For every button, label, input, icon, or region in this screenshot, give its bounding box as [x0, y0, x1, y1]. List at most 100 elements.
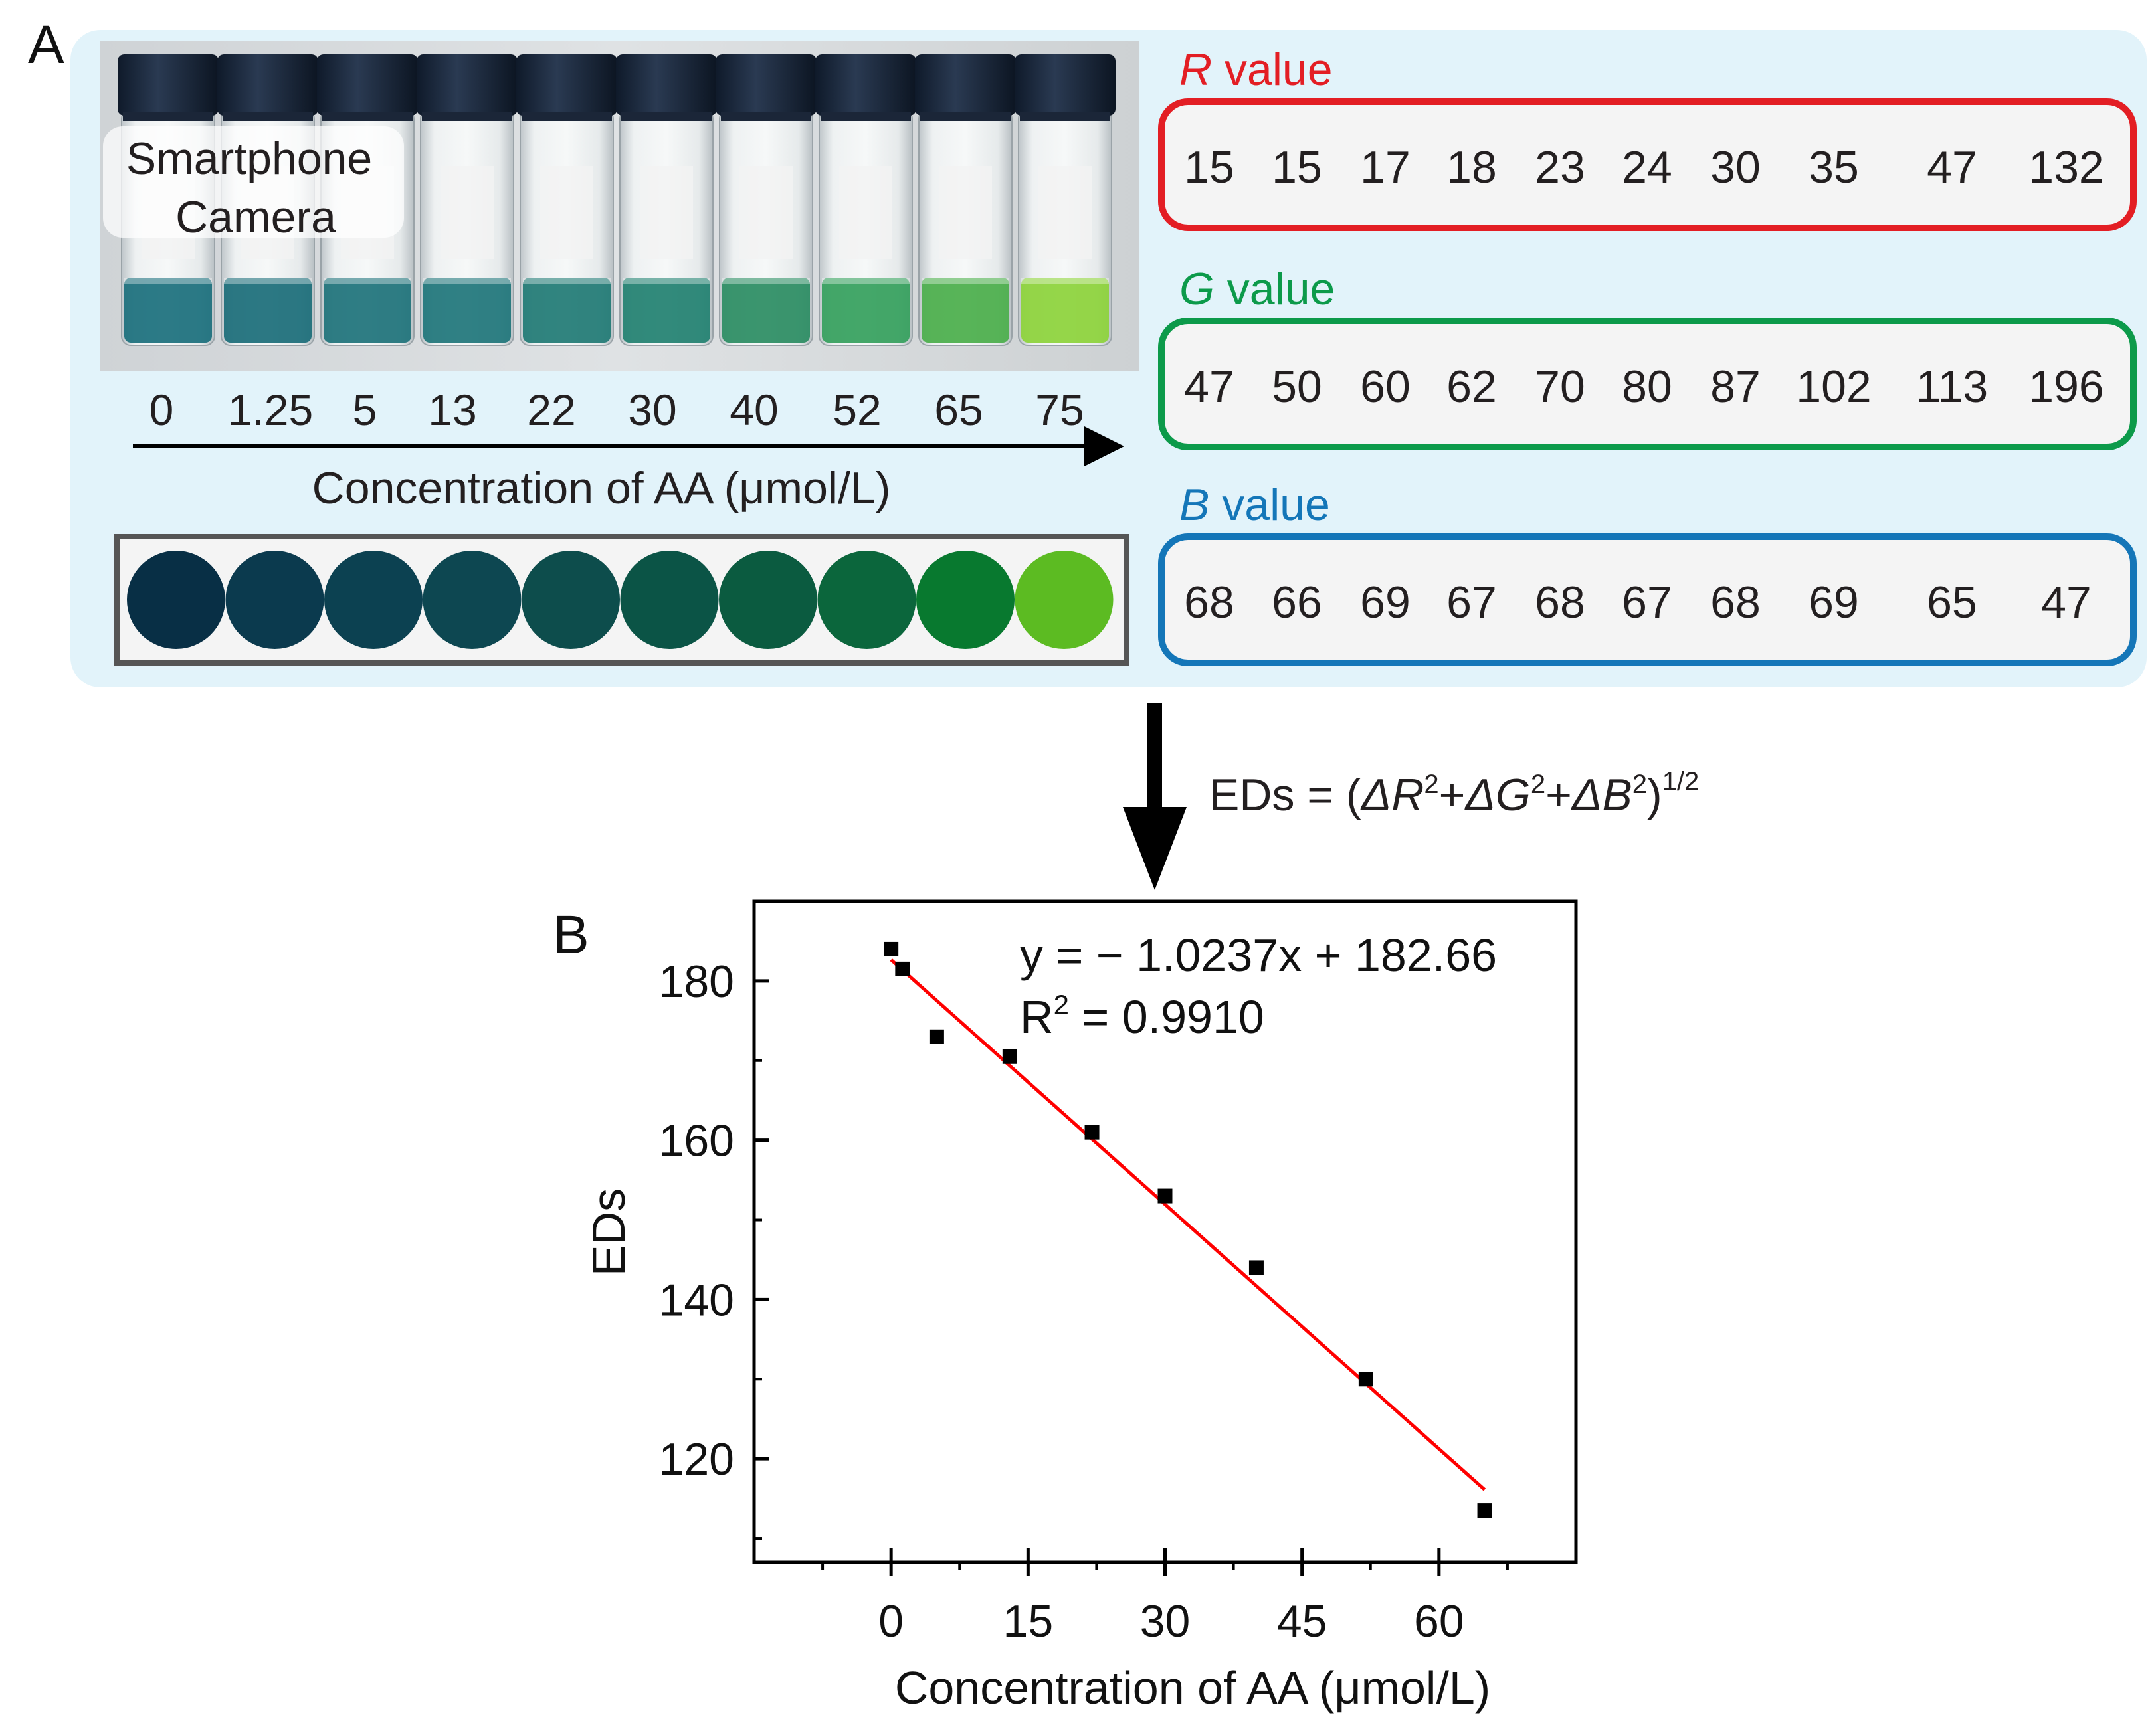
data-point: [1358, 1372, 1373, 1387]
data-point: [1477, 1503, 1492, 1518]
concentration-label: 52: [833, 385, 881, 434]
color-swatch: [916, 551, 1015, 649]
vial: [716, 54, 817, 346]
rgb-value: 113: [1916, 361, 1988, 412]
r-squared: R2 = 0.9910: [1020, 989, 1264, 1043]
concentration-label: 0: [149, 385, 174, 434]
y-axis-title: EDs: [583, 1188, 635, 1276]
color-swatch: [1015, 551, 1114, 649]
vial-label-area: [939, 166, 992, 259]
vial: [1015, 54, 1116, 346]
rgb-value: 17: [1360, 142, 1411, 193]
liquid-meniscus: [324, 278, 411, 284]
vial-label-area: [1038, 166, 1092, 259]
rgb-value: 66: [1272, 577, 1322, 628]
data-point: [895, 961, 910, 976]
vial-liquid: [922, 278, 1009, 343]
photo-label-line2: Camera: [175, 192, 336, 242]
vial-liquid: [1021, 278, 1109, 343]
y-tick-label: 140: [659, 1275, 734, 1325]
rgb-value: 23: [1535, 142, 1585, 193]
vial-cap: [716, 54, 817, 116]
data-point: [1248, 1260, 1264, 1275]
vial-cap-collar: [223, 112, 313, 121]
rgb-value: 30: [1710, 142, 1761, 193]
rgb-value: 47: [1927, 142, 1977, 193]
vial: [815, 54, 916, 346]
vial-liquid: [324, 278, 411, 343]
vial-cap: [815, 54, 916, 116]
vial: [915, 54, 1016, 346]
concentration-label: 1.25: [228, 385, 313, 434]
color-swatch: [127, 551, 225, 649]
vial-cap: [915, 54, 1016, 116]
color-swatch: [719, 551, 817, 649]
rgb-value: 67: [1622, 577, 1672, 628]
rgb-value-box: [1158, 533, 2137, 666]
concentration-label: 13: [428, 385, 476, 434]
color-swatch: [324, 551, 423, 649]
rgb-value: 68: [1535, 577, 1585, 628]
color-swatch: [817, 551, 916, 649]
rgb-box-title: R value: [1179, 45, 1333, 95]
y-tick-label: 180: [659, 956, 734, 1007]
rgb-value: 68: [1710, 577, 1761, 628]
liquid-meniscus: [124, 278, 212, 284]
rgb-value: 35: [1809, 142, 1859, 193]
liquid-meniscus: [224, 278, 312, 284]
down-arrow-head: [1123, 807, 1187, 890]
rgb-value: 18: [1446, 142, 1497, 193]
panel-a-label: A: [28, 15, 64, 75]
liquid-meniscus: [722, 278, 810, 284]
rgb-value: 69: [1809, 577, 1859, 628]
vial-cap: [118, 54, 219, 116]
data-point: [884, 941, 899, 956]
vial-cap: [516, 54, 617, 116]
photo-label-line1: Smartphone: [126, 134, 372, 184]
color-swatch: [620, 551, 719, 649]
vial-cap-collar: [123, 112, 213, 121]
liquid-meniscus: [822, 278, 910, 284]
color-swatch: [522, 551, 620, 649]
vial-liquid: [523, 278, 611, 343]
vial-cap-collar: [1020, 112, 1110, 121]
concentration-label: 75: [1035, 385, 1084, 434]
color-swatch: [423, 551, 522, 649]
rgb-value: 70: [1535, 361, 1585, 412]
vial-liquid: [822, 278, 910, 343]
color-swatch: [225, 551, 324, 649]
vial-cap-collar: [522, 112, 612, 121]
rgb-box-title: B value: [1179, 480, 1330, 530]
photo-label-box: [103, 126, 404, 238]
vial-cap: [417, 54, 518, 116]
x-tick-label: 45: [1277, 1596, 1327, 1647]
vial-liquid: [224, 278, 312, 343]
rgb-value: 80: [1622, 361, 1672, 412]
vial-label-area: [640, 166, 693, 259]
vial-liquid: [124, 278, 212, 343]
vial-label-area: [739, 166, 793, 259]
rgb-value: 60: [1360, 361, 1411, 412]
panel-b-label: B: [553, 905, 589, 965]
vial-photo: Smartphone Camera: [100, 41, 1139, 371]
vial-cap-collar: [721, 112, 811, 121]
vial-label-area: [441, 166, 494, 259]
vial-cap-collar: [621, 112, 712, 121]
vial-liquid: [623, 278, 710, 343]
x-tick-label: 0: [878, 1596, 904, 1647]
liquid-meniscus: [623, 278, 710, 284]
data-point: [929, 1029, 944, 1044]
rgb-value: 69: [1360, 577, 1411, 628]
color-swatch-row: [127, 551, 1114, 649]
data-points: [884, 941, 1492, 1518]
y-tick-label: 160: [659, 1116, 734, 1166]
concentration-label: 22: [527, 385, 575, 434]
vial-liquid: [423, 278, 511, 343]
vial-cap-collar: [422, 112, 512, 121]
rgb-value: 67: [1446, 577, 1497, 628]
